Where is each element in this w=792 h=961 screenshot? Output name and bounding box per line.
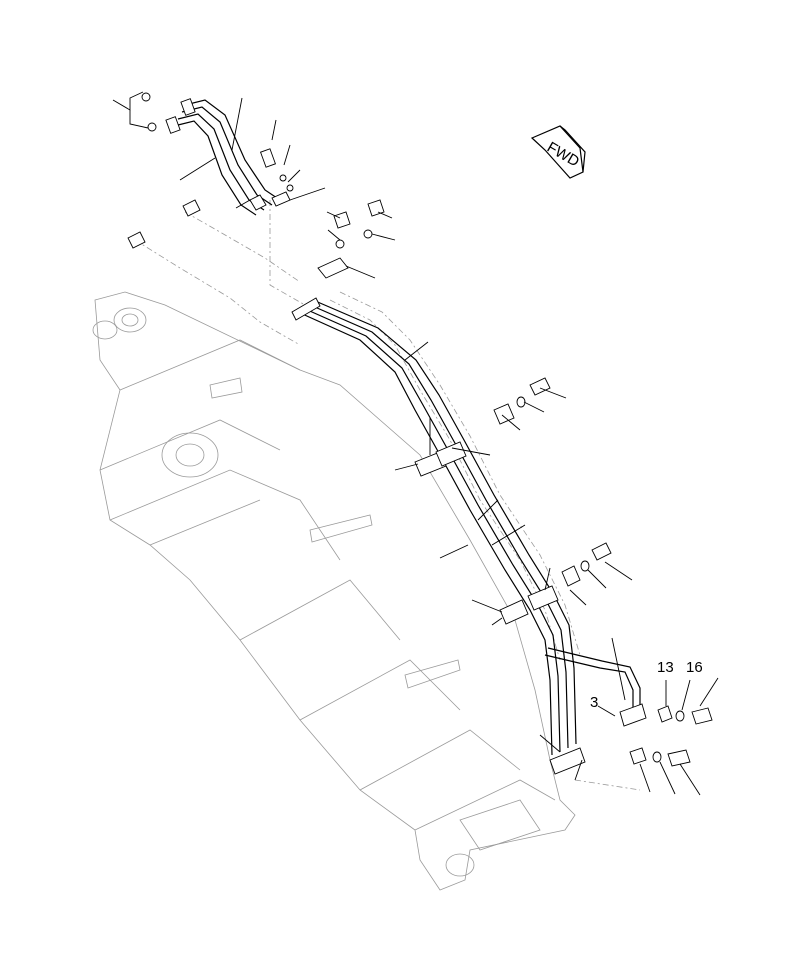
leader-lines — [112, 91, 719, 796]
callout-3: 3 — [590, 694, 598, 711]
fwd-arrow: FWD — [530, 125, 586, 179]
callout-labels: 13 16 3 — [590, 659, 703, 711]
top-hose-section — [141, 92, 294, 216]
fittings — [127, 199, 713, 775]
callout-16: 16 — [686, 659, 703, 676]
callout-13: 13 — [657, 659, 674, 676]
hidden-routing — [134, 200, 641, 791]
hose-bundle — [297, 299, 641, 756]
boom-outline — [92, 291, 576, 891]
